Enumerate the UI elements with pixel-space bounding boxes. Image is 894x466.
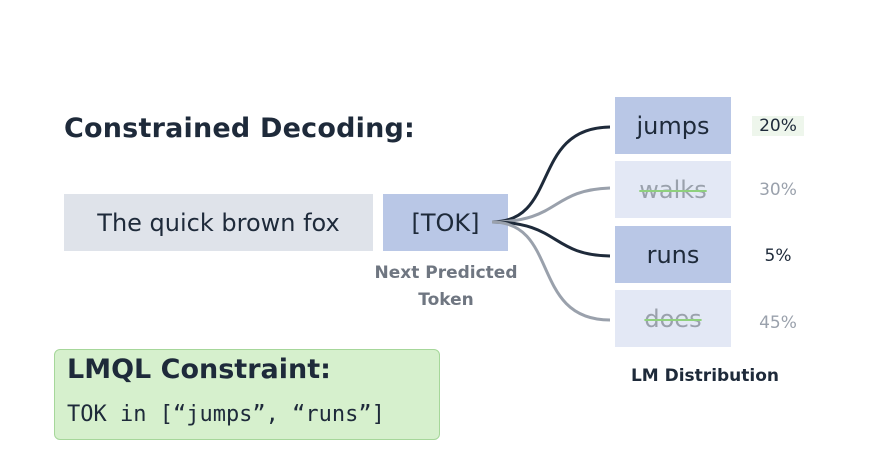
edge-does	[491, 220, 611, 322]
token-placeholder: [TOK]	[411, 208, 480, 237]
candidate-word: does	[644, 304, 702, 333]
edge-jumps	[491, 125, 611, 224]
candidate-jumps: jumps	[615, 97, 731, 154]
candidate-word: walks	[639, 175, 707, 204]
probability-does: 45%	[759, 313, 797, 333]
constraint-code: TOK in [“jumps”, “runs”]	[67, 402, 385, 427]
probability-runs: 5%	[764, 246, 792, 266]
constraint-box: LMQL Constraint: TOK in [“jumps”, “runs”…	[54, 349, 440, 440]
probability-jumps: 20%	[752, 116, 804, 136]
next-token-label-line1: Next Predicted	[374, 263, 518, 283]
prompt-text-box: The quick brown fox	[64, 194, 373, 251]
constraint-title: LMQL Constraint:	[67, 354, 331, 385]
candidate-runs: runs	[615, 226, 731, 283]
token-placeholder-box: [TOK]	[383, 194, 508, 251]
prompt-text: The quick brown fox	[97, 208, 340, 237]
candidate-word: jumps	[636, 111, 710, 140]
edge-runs	[491, 220, 611, 258]
next-token-label: Next Predicted Token	[360, 260, 532, 314]
probability-walks: 30%	[759, 180, 797, 200]
candidate-word: runs	[646, 240, 700, 269]
distribution-label: LM Distribution	[630, 366, 780, 386]
candidate-does: does	[615, 290, 731, 347]
next-token-label-line2: Token	[418, 290, 474, 310]
candidate-walks: walks	[615, 161, 731, 218]
edge-walks	[491, 186, 611, 224]
diagram-title: Constrained Decoding:	[64, 113, 416, 144]
